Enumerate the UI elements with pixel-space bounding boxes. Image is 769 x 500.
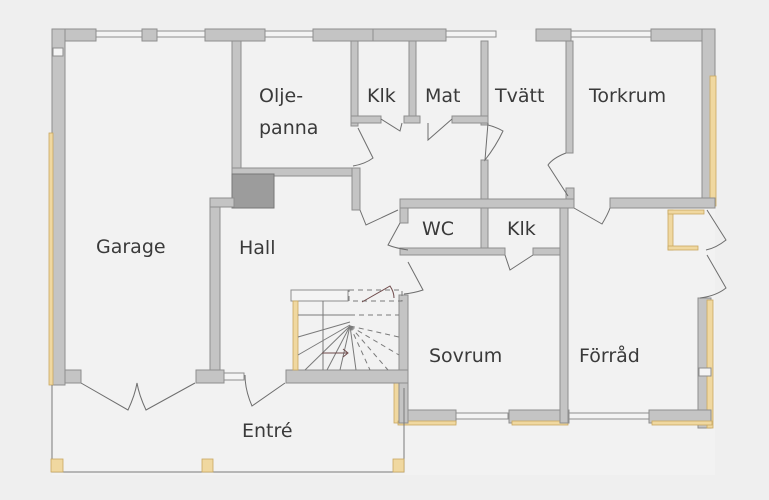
room-label-oljepanna-line1: Olje- — [259, 85, 304, 107]
interior-walls — [64, 40, 716, 424]
entre-porch — [50, 385, 405, 473]
room-label-entre: Entré — [242, 420, 293, 442]
staircase — [290, 285, 403, 371]
room-label-klk-upper: Klk — [367, 85, 396, 107]
room-label-torkrum: Torkrum — [589, 85, 667, 107]
room-label-forrad: Förråd — [579, 345, 640, 367]
room-label-wc: WC — [422, 218, 455, 240]
room-label-tvatt: Tvätt — [495, 85, 545, 107]
room-label-klk-lower: Klk — [507, 218, 536, 240]
room-label-mat: Mat — [425, 85, 461, 107]
room-label-oljepanna-line2: panna — [259, 117, 319, 139]
doors — [80, 118, 727, 411]
room-label-sovrum: Sovrum — [429, 345, 503, 367]
room-label-hall: Hall — [239, 237, 276, 259]
room-label-garage: Garage — [96, 236, 166, 258]
